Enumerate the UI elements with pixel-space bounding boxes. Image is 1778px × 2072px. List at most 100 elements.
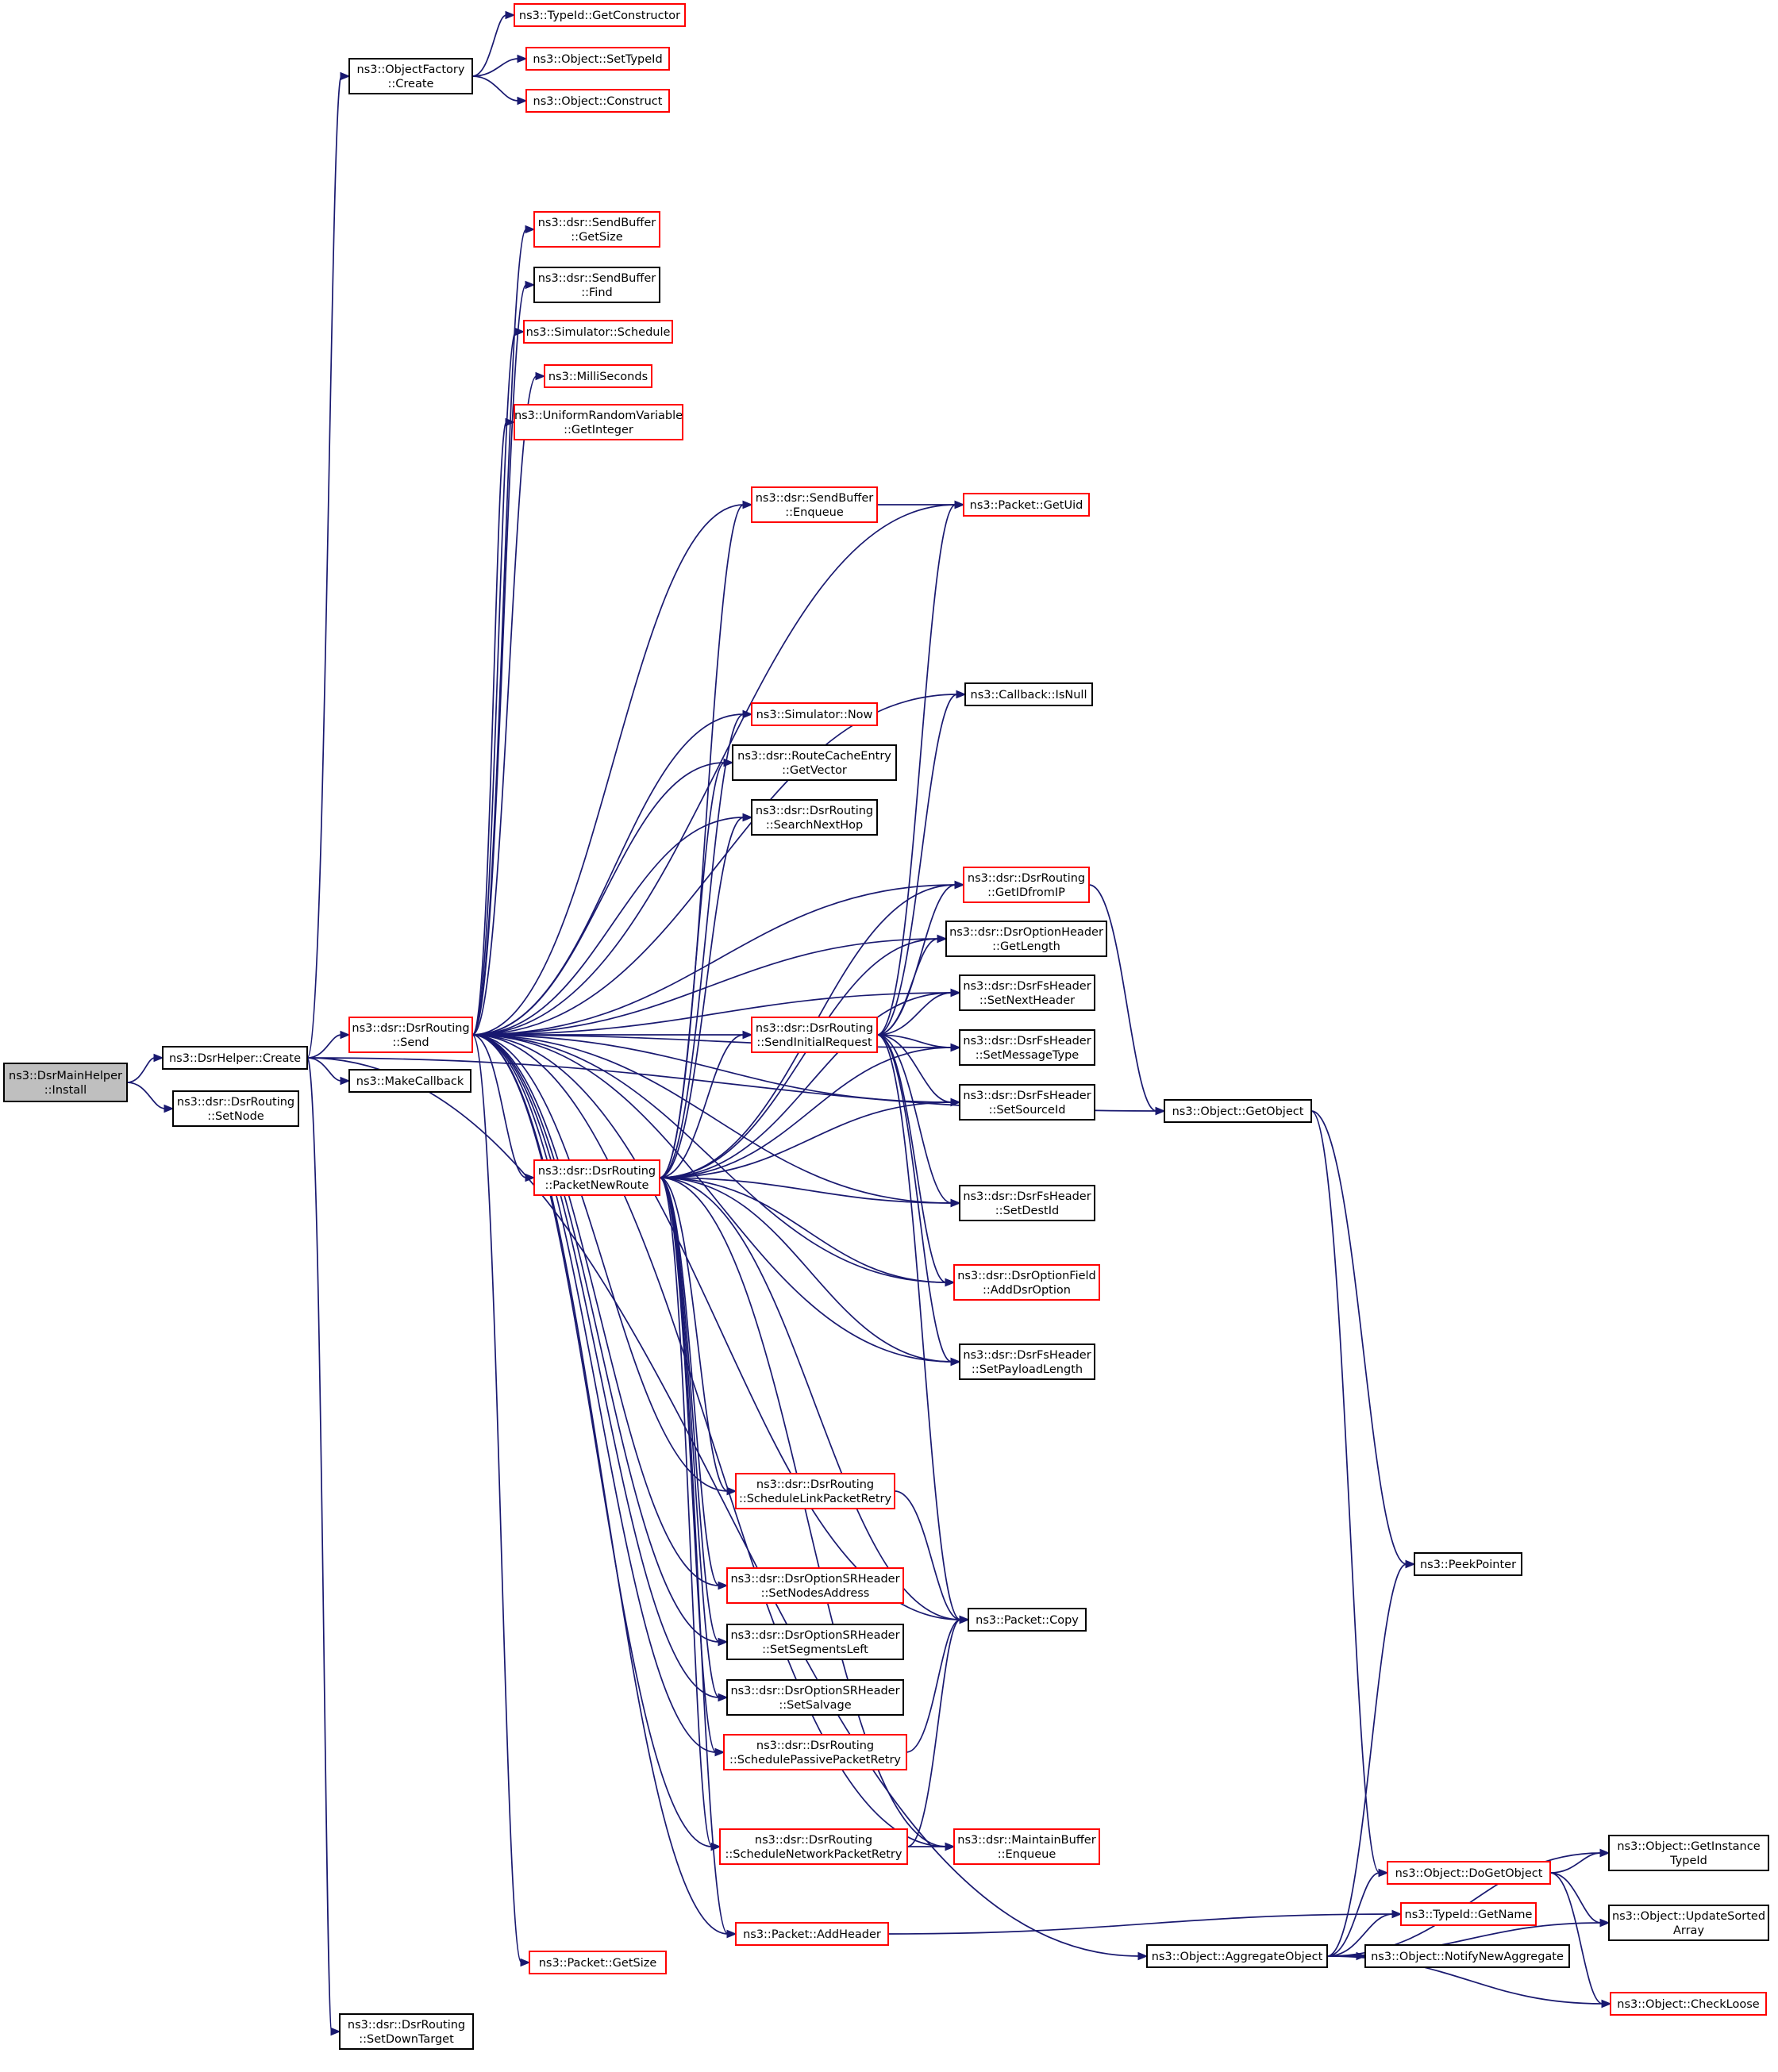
node-sim-now[interactable]: ns3::Simulator::Now (751, 702, 878, 726)
node-label: ns3::dsr::DsrFsHeader (963, 1349, 1091, 1362)
node-label: ns3::DsrHelper::Create (169, 1052, 301, 1065)
node-box (339, 2013, 474, 2050)
node-obj-getobject[interactable]: ns3::Object::GetObject (1164, 1099, 1312, 1123)
node-fs-setmessagetype[interactable]: ns3::dsr::DsrFsHeader::SetMessageType (959, 1029, 1095, 1066)
node-install[interactable]: ns3::DsrMainHelper::Install (3, 1063, 128, 1102)
node-box (723, 1734, 907, 1770)
node-obj-checkloose[interactable]: ns3::Object::CheckLoose (1610, 1992, 1767, 2016)
call-edge-send-to-packetnewroute (471, 1034, 536, 1182)
node-label: ns3::dsr::DsrOptionSRHeader (730, 1573, 899, 1586)
node-helper-create[interactable]: ns3::DsrHelper::Create (162, 1046, 308, 1070)
node-cb-isnull[interactable]: ns3::Callback::IsNull (964, 682, 1093, 706)
node-label: ns3::Packet::AddHeader (743, 1928, 881, 1941)
call-edge-obj_aggregateobject-to-typeid_getname (1326, 1909, 1403, 1957)
node-schedulepassivepacketretry[interactable]: ns3::dsr::DsrRouting::SchedulePassivePac… (723, 1734, 907, 1770)
node-obj-notifynewaggregate[interactable]: ns3::Object::NotifyNewAggregate (1364, 1944, 1570, 1968)
node-box (751, 702, 878, 726)
call-edge-of_create-to-construct (471, 75, 528, 106)
node-label: ::SetPayloadLength (972, 1363, 1083, 1376)
node-makecallback[interactable]: ns3::MakeCallback (348, 1069, 471, 1093)
node-label: ::Enqueue (785, 506, 844, 519)
node-box (3, 1063, 128, 1102)
call-edge-obj_aggregateobject-to-obj_dogetobject (1326, 1868, 1389, 1957)
node-packet-getuid[interactable]: ns3::Packet::GetUid (963, 493, 1090, 517)
node-obj-aggregateobject[interactable]: ns3::Object::AggregateObject (1146, 1944, 1328, 1968)
call-edge-obj_getobject-to-obj_dogetobject (1310, 1110, 1389, 1878)
call-edge-getidfromip-to-obj_getobject (1088, 884, 1166, 1116)
node-label: ns3::TypeId::GetConstructor (519, 10, 680, 22)
node-label: ns3::DsrMainHelper (9, 1070, 122, 1082)
node-getconstructor[interactable]: ns3::TypeId::GetConstructor (514, 3, 686, 27)
node-of-create[interactable]: ns3::ObjectFactory::Create (348, 58, 473, 94)
call-edge-install-to-setnode (126, 1082, 175, 1113)
node-label: TypeId (1669, 1855, 1707, 1867)
node-packet-copy[interactable]: ns3::Packet::Copy (968, 1608, 1087, 1632)
node-packet-addheader[interactable]: ns3::Packet::AddHeader (735, 1922, 889, 1946)
call-edge-packetnewroute-to-oh_getlength (659, 934, 948, 1178)
node-box (945, 921, 1107, 957)
node-rce-getvector[interactable]: ns3::dsr::RouteCacheEntry::GetVector (732, 744, 897, 781)
node-label: ns3::Object::DoGetObject (1395, 1867, 1543, 1880)
node-label: ::GetInteger (564, 424, 633, 436)
node-label: ns3::dsr::DsrFsHeader (963, 1190, 1091, 1203)
node-urv-getinteger[interactable]: ns3::UniformRandomVariable::GetInteger (514, 404, 683, 440)
node-label: ns3::dsr::DsrRouting (755, 1834, 872, 1847)
node-oh-getlength[interactable]: ns3::dsr::DsrOptionHeader::GetLength (945, 921, 1107, 957)
node-setnode[interactable]: ns3::dsr::DsrRouting::SetNode (172, 1090, 299, 1127)
node-sr-setsegmentsleft[interactable]: ns3::dsr::DsrOptionSRHeader::SetSegments… (726, 1624, 904, 1660)
node-schedulelinkpacketretry[interactable]: ns3::dsr::DsrRouting::ScheduleLinkPacket… (735, 1473, 895, 1509)
node-milliseconds[interactable]: ns3::MilliSeconds (544, 364, 652, 388)
node-sb-enqueue[interactable]: ns3::dsr::SendBuffer::Enqueue (751, 486, 878, 523)
call-edge-obj_getobject-to-peekpointer (1310, 1110, 1416, 1569)
node-label: ns3::dsr::DsrRouting (538, 1165, 656, 1178)
node-box (1400, 1902, 1537, 1926)
node-label: ns3::dsr::RouteCacheEntry (737, 750, 891, 763)
node-label: ns3::dsr::DsrRouting (756, 1478, 874, 1491)
node-sb-find[interactable]: ns3::dsr::SendBuffer::Find (533, 267, 660, 303)
call-edge-packetnewroute-to-fs_setsourceid (659, 1098, 961, 1178)
node-setdowntarget[interactable]: ns3::dsr::DsrRouting::SetDownTarget (339, 2013, 474, 2050)
node-settypeid[interactable]: ns3::Object::SetTypeId (525, 47, 670, 71)
node-of-adddsroption[interactable]: ns3::dsr::DsrOptionField::AddDsrOption (953, 1264, 1100, 1301)
node-label: ::SchedulePassivePacketRetry (729, 1754, 901, 1766)
node-label: ns3::dsr::DsrOptionField (957, 1270, 1096, 1282)
node-label: ::PacketNewRoute (545, 1179, 649, 1192)
call-edge-packetnewroute-to-fs_setdestid (659, 1177, 961, 1208)
node-fs-setsourceid[interactable]: ns3::dsr::DsrFsHeader::SetSourceId (959, 1084, 1095, 1121)
node-mb-enqueue[interactable]: ns3::dsr::MaintainBuffer::Enqueue (953, 1828, 1100, 1865)
node-sr-setsalvage[interactable]: ns3::dsr::DsrOptionSRHeader::SetSalvage (726, 1679, 904, 1716)
node-typeid-getname[interactable]: ns3::TypeId::GetName (1400, 1902, 1537, 1926)
node-searchnexthop[interactable]: ns3::dsr::DsrRouting::SearchNextHop (751, 799, 878, 836)
call-edge-obj_aggregateobject-to-peekpointer (1326, 1559, 1416, 1957)
node-label: ::Find (581, 286, 612, 299)
node-peekpointer[interactable]: ns3::PeekPointer (1414, 1552, 1522, 1576)
node-label: ns3::Object::GetInstance (1617, 1840, 1760, 1853)
node-obj-dogetobject[interactable]: ns3::Object::DoGetObject (1387, 1861, 1551, 1885)
node-packetnewroute[interactable]: ns3::dsr::DsrRouting::PacketNewRoute (533, 1159, 660, 1196)
node-label: ns3::TypeId::GetName (1405, 1909, 1533, 1921)
call-edge-packetnewroute-to-fs_setnextheader (659, 988, 961, 1178)
node-schedulenetworkpacketretry[interactable]: ns3::dsr::DsrRouting::ScheduleNetworkPac… (719, 1828, 908, 1865)
node-box (751, 799, 878, 836)
node-sr-setnodesaddress[interactable]: ns3::dsr::DsrOptionSRHeader::SetNodesAdd… (726, 1567, 904, 1604)
node-label: ns3::dsr::DsrRouting (352, 1022, 469, 1035)
node-label: ::GetIDfromIP (987, 886, 1065, 899)
node-getidfromip[interactable]: ns3::dsr::DsrRouting::GetIDfromIP (963, 867, 1090, 903)
node-box (959, 1185, 1095, 1221)
node-fs-setdestid[interactable]: ns3::dsr::DsrFsHeader::SetDestId (959, 1185, 1095, 1221)
call-edge-packetnewroute-to-sim_now (659, 709, 753, 1178)
node-fs-setnextheader[interactable]: ns3::dsr::DsrFsHeader::SetNextHeader (959, 974, 1095, 1011)
node-sb-getsize[interactable]: ns3::dsr::SendBuffer::GetSize (533, 211, 660, 248)
node-label: ::SearchNextHop (766, 819, 863, 832)
node-label: ::SetDownTarget (359, 2033, 454, 2046)
node-fs-setpayloadlength[interactable]: ns3::dsr::DsrFsHeader::SetPayloadLength (959, 1344, 1095, 1380)
node-packet-getsize[interactable]: ns3::Packet::GetSize (529, 1951, 667, 1974)
node-construct[interactable]: ns3::Object::Construct (525, 89, 670, 113)
node-sendinitialrequest[interactable]: ns3::dsr::DsrRouting::SendInitialRequest (751, 1017, 878, 1053)
call-edge-sendinitialrequest-to-cb_isnull (876, 690, 967, 1036)
node-send[interactable]: ns3::dsr::DsrRouting::Send (348, 1017, 473, 1053)
node-sim-schedule[interactable]: ns3::Simulator::Schedule (523, 320, 673, 344)
node-label: ::Send (392, 1036, 429, 1049)
